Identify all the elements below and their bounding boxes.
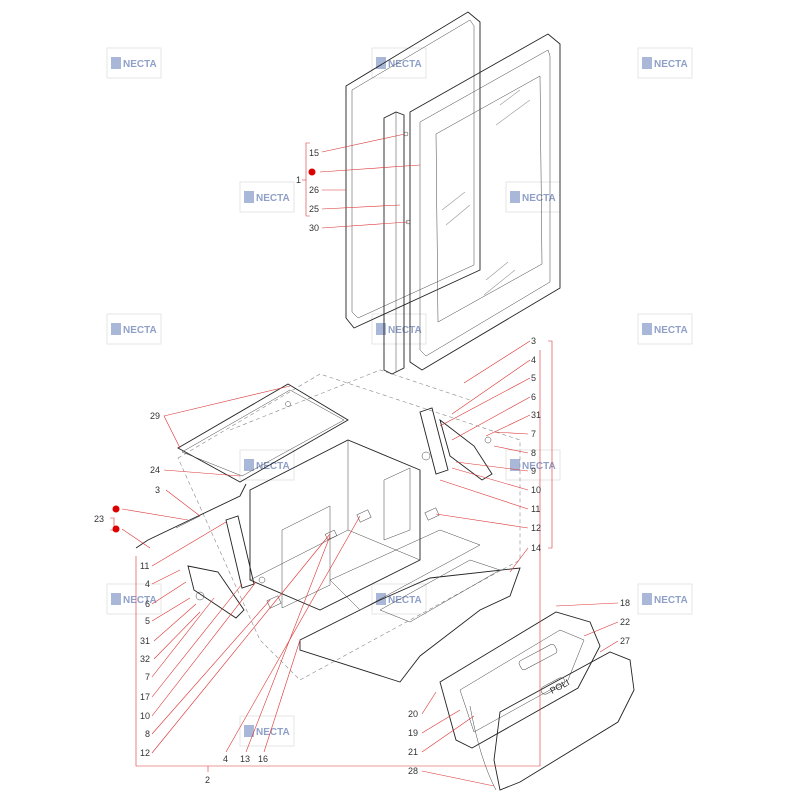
callout-l12: 12 <box>140 748 150 758</box>
watermark-logo: NECTA <box>106 47 162 79</box>
callout-l32: 32 <box>140 654 150 664</box>
callout-numbers: 15 26 25 30 1 3 4 5 6 31 7 8 9 10 11 12 … <box>94 148 630 785</box>
watermark-logo: NECTA <box>106 313 162 345</box>
callout-r14: 14 <box>531 543 541 553</box>
necta-logo-icon <box>642 57 652 69</box>
callout-l3: 3 <box>155 485 160 495</box>
watermark-logo: NECTA <box>505 181 561 213</box>
callout-26: 26 <box>309 185 319 195</box>
necta-logo-icon <box>244 191 254 203</box>
watermark-logo: NECTA <box>637 313 693 345</box>
callout-r12: 12 <box>531 523 541 533</box>
callout-f22: 22 <box>620 617 630 627</box>
callout-r8: 8 <box>531 448 536 458</box>
necta-logo-icon <box>244 459 254 471</box>
necta-logo-icon <box>376 323 386 335</box>
svg-text:POLI: POLI <box>548 677 571 695</box>
callout-r11: 11 <box>531 504 540 514</box>
watermark-logo: NECTA <box>637 47 693 79</box>
callout-15: 15 <box>309 148 319 158</box>
callout-1: 1 <box>296 175 301 185</box>
watermark-text: NECTA <box>123 59 157 70</box>
watermark-text: NECTA <box>256 727 290 738</box>
callout-l5: 5 <box>145 616 150 626</box>
watermark-text: NECTA <box>123 325 157 336</box>
watermark-logo: NECTA <box>239 181 295 213</box>
watermark-text: NECTA <box>522 461 556 472</box>
necta-logo-icon <box>510 459 520 471</box>
callout-r31: 31 <box>531 410 541 420</box>
watermark-text: NECTA <box>388 325 422 336</box>
callout-l10: 10 <box>140 711 150 721</box>
watermark-layer: NECTA NECTA NECTA NECTA NECTA NECTA NECTA NECTA… <box>106 47 693 747</box>
callout-b2: 2 <box>205 775 210 785</box>
callout-l17: 17 <box>140 692 150 702</box>
necta-logo-icon <box>111 57 121 69</box>
marker-dots <box>112 168 316 533</box>
callout-f18: 18 <box>620 598 630 608</box>
watermark-text: NECTA <box>256 193 290 204</box>
watermark-logo: NECTA <box>505 449 561 481</box>
watermark-text: NECTA <box>388 595 422 606</box>
callout-f21: 21 <box>408 747 418 757</box>
watermark-logo: NECTA <box>239 449 295 481</box>
callout-b13: 13 <box>240 754 250 764</box>
callout-l8: 8 <box>145 729 150 739</box>
watermark-text: NECTA <box>654 325 688 336</box>
front-panel-assembly: POLI <box>439 611 635 791</box>
callout-25: 25 <box>309 204 319 214</box>
callout-r3: 3 <box>531 336 536 346</box>
necta-logo-icon <box>642 593 652 605</box>
callout-f27: 27 <box>620 636 630 646</box>
callout-b16: 16 <box>258 754 268 764</box>
watermark-logo: NECTA <box>637 583 693 615</box>
watermark-text: NECTA <box>123 595 157 606</box>
necta-logo-icon <box>111 593 121 605</box>
watermark-text: NECTA <box>654 595 688 606</box>
watermark-text: NECTA <box>256 461 290 472</box>
callout-b4: 4 <box>223 754 228 764</box>
callout-l31: 31 <box>140 636 150 646</box>
callout-l11: 11 <box>140 561 149 571</box>
callout-f20: 20 <box>408 709 418 719</box>
necta-logo-icon <box>111 323 121 335</box>
callout-l4: 4 <box>145 579 150 589</box>
callout-r5: 5 <box>531 373 536 383</box>
door-assembly <box>345 11 561 375</box>
callout-l7: 7 <box>145 672 150 682</box>
necta-logo-icon <box>376 593 386 605</box>
necta-logo-icon <box>244 725 254 737</box>
callout-f19: 19 <box>408 728 418 738</box>
callout-l6: 6 <box>145 599 150 609</box>
callout-l24: 24 <box>150 465 160 475</box>
leader-lines <box>110 133 619 787</box>
callout-r10: 10 <box>531 485 541 495</box>
callout-l23: 23 <box>94 514 104 524</box>
watermark-logo: NECTA <box>371 313 427 345</box>
necta-logo-icon <box>642 323 652 335</box>
necta-logo-icon <box>376 57 386 69</box>
necta-logo-icon <box>510 191 520 203</box>
callout-r7: 7 <box>531 429 536 439</box>
callout-r9: 9 <box>531 466 536 476</box>
callout-30: 30 <box>309 223 319 233</box>
dispenser-mechanism <box>135 369 521 683</box>
watermark-text: NECTA <box>654 59 688 70</box>
callout-r6: 6 <box>531 392 536 402</box>
callout-r4: 4 <box>531 355 536 365</box>
watermark-logo: NECTA <box>106 583 162 615</box>
callout-l29: 29 <box>150 411 160 421</box>
watermark-text: NECTA <box>522 193 556 204</box>
watermark-logo: NECTA <box>239 715 295 747</box>
watermark-text: NECTA <box>388 59 422 70</box>
callout-f28: 28 <box>408 766 418 776</box>
